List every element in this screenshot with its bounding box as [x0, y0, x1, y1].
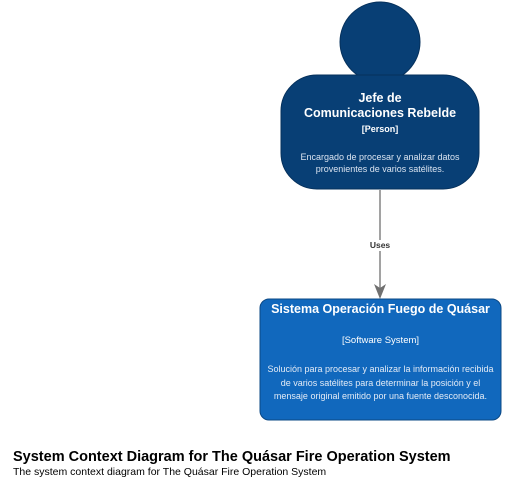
- person-type-label: [Person]: [361, 124, 399, 134]
- person-head: [339, 1, 421, 83]
- relation-arrowhead: [374, 284, 386, 299]
- system-type-label: [Software System]: [341, 335, 420, 346]
- diagram-title: System Context Diagram for The Quásar Fi…: [13, 449, 451, 465]
- person-name: Jefe de Comunicaciones Rebelde: [303, 91, 457, 120]
- system-box-shape: [259, 298, 502, 421]
- person-element[interactable]: Jefe de Comunicaciones Rebelde [Person] …: [281, 75, 479, 189]
- person-description: Encargado de procesar y analizar datos p…: [300, 152, 460, 174]
- relation-label: Uses: [360, 240, 400, 251]
- system-name: Sistema Operación Fuego de Quásar: [271, 302, 490, 316]
- software-system-element[interactable]: Sistema Operación Fuego de Quásar [Softw…: [260, 299, 501, 420]
- system-description: Solución para procesar y analizar la inf…: [267, 364, 494, 401]
- diagram-subtitle: The system context diagram for The Quása…: [13, 466, 327, 478]
- person-body: [280, 74, 480, 190]
